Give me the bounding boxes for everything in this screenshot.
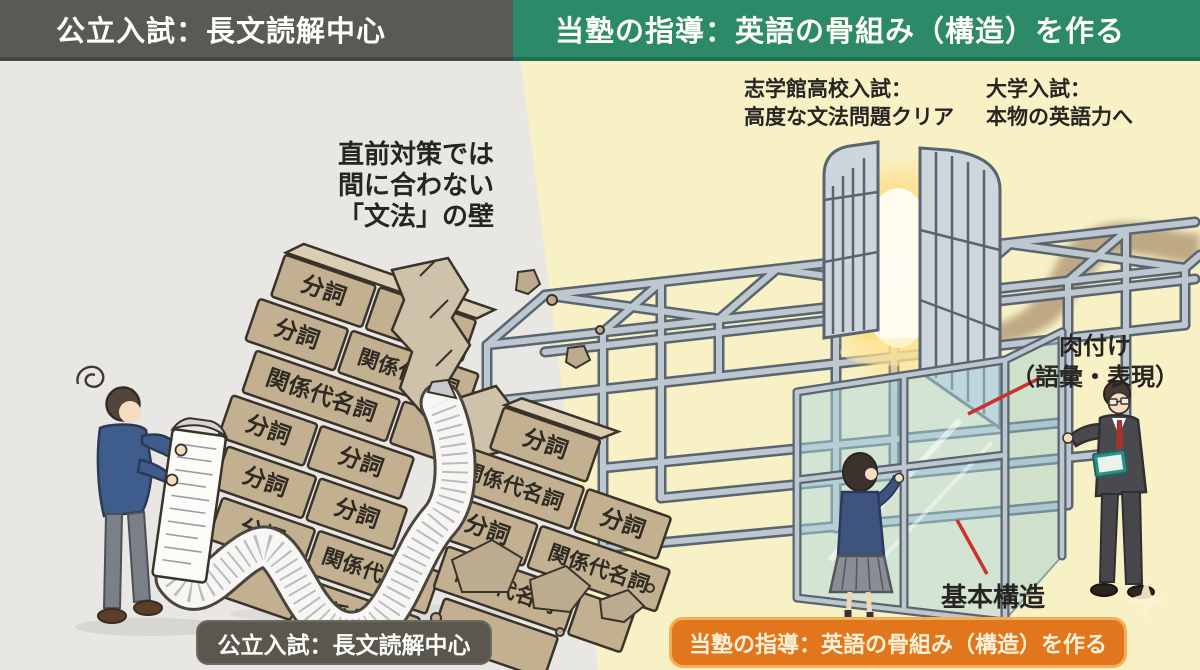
teacher-hand [1062, 432, 1074, 444]
scroll-fold [426, 378, 458, 400]
header-right: 当塾の指導：英語の骨組み（構造）を作る [513, 0, 1200, 61]
pointer-line-base [955, 519, 989, 575]
girl-sweater [836, 490, 886, 558]
pointer-line-flesh [967, 376, 1041, 416]
wall-annotation: 直前対策では 間に合わない 「文法」の壁 [338, 139, 495, 231]
girl-face [865, 468, 877, 480]
girl-hand [893, 472, 905, 484]
header-left: 公立入試：長文読解中心 [0, 0, 513, 61]
student-leg [102, 513, 124, 609]
gate-right-door [918, 146, 1002, 431]
teacher-clipboard [1092, 449, 1129, 478]
dizzy-squiggle-icon [76, 365, 105, 388]
flesh-out-label: 肉付け （語彙・表現） [1011, 333, 1179, 391]
student-shoe [133, 600, 163, 616]
scroll-sheet [151, 417, 229, 584]
student-blazer [96, 423, 154, 518]
teacher-leg [1120, 491, 1144, 585]
girl-skirt-pleats [841, 557, 884, 591]
gate [822, 140, 1002, 431]
university-goal-annotation: 大学入試： 本物の英語力へ [986, 78, 1133, 129]
student-shoe [97, 608, 127, 624]
student-leg [126, 510, 152, 604]
teacher-leg [1098, 493, 1120, 583]
header-left-title: 公立入試：長文読解中心 [56, 15, 387, 48]
teacher-glasses-icon [1108, 397, 1130, 406]
gate-left-bars [823, 158, 879, 334]
header-right-title: 当塾の指導：英語の骨組み（構造）を作る [555, 15, 1126, 48]
sparkle-icon [1124, 578, 1168, 622]
student-reading-scroll [76, 365, 229, 624]
rubble [430, 268, 655, 637]
badge-public-exam: 公立入試：長文読解中心 [196, 620, 492, 665]
student-hand [174, 443, 188, 457]
badge-juku-guidance: 当塾の指導：英語の骨組み（構造）を作る [669, 617, 1127, 668]
teacher-tie [1116, 420, 1123, 450]
teacher-shoe [1090, 583, 1118, 597]
base-structure-label: 基本構造 [941, 582, 1046, 612]
student-face [119, 401, 141, 423]
student-hand [165, 473, 179, 487]
shigakukan-goal-annotation: 志学館高校入試： 高度な文法問題クリア [744, 78, 954, 129]
glass-steel-edges-face [794, 329, 1065, 625]
